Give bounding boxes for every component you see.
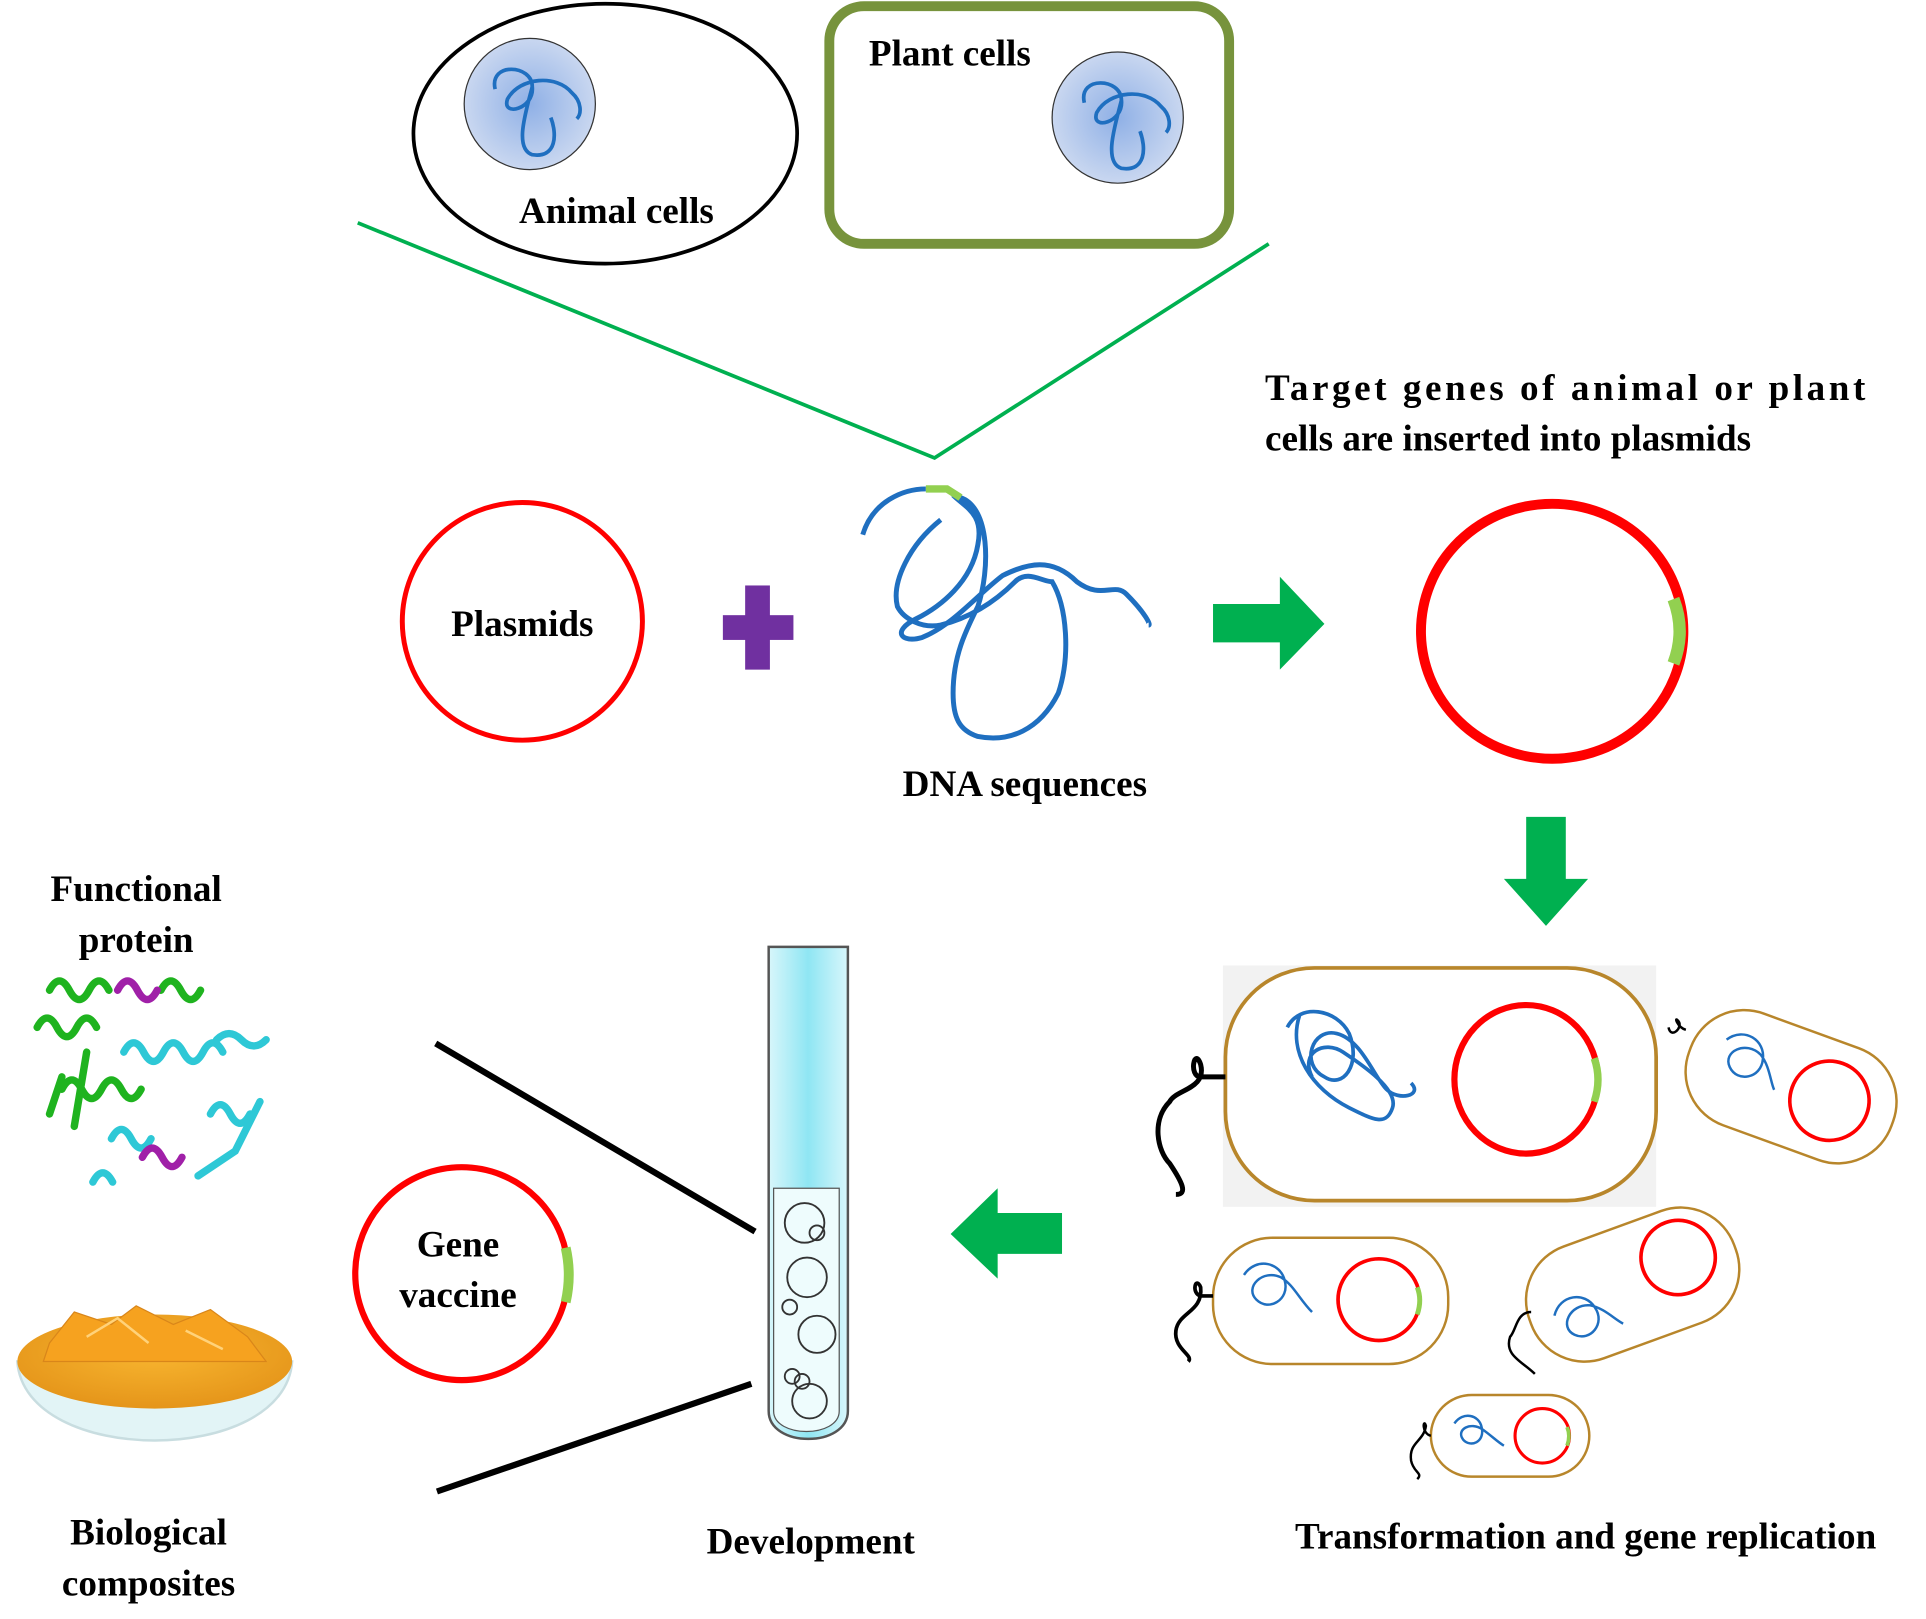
biological-composites: Biological composites (16, 1305, 294, 1604)
chromatin-icon (492, 67, 582, 157)
plasmid-empty: Plasmids (399, 500, 645, 743)
chromatin-icon (1081, 81, 1172, 171)
test-tube: Development (707, 945, 916, 1562)
plant-cells-label: Plant cells (869, 34, 1031, 75)
development-label: Development (707, 1521, 916, 1562)
dna-sequences-label: DNA sequences (903, 764, 1147, 805)
protein-label-line2: protein (79, 920, 194, 961)
flagellum-icon (1155, 1056, 1226, 1197)
protein-structure-icon (33, 977, 270, 1186)
jelly-bowl-icon (16, 1305, 294, 1442)
insertion-caption-line2: cells are inserted into plasmids (1265, 419, 1751, 460)
insertion-caption-line1: Target genes of animal or plant (1265, 368, 1866, 409)
dna-sequence: DNA sequences (860, 485, 1152, 805)
gene-insert-icon (925, 485, 963, 501)
arrow-right-icon (1213, 576, 1325, 670)
nucleus-icon (463, 37, 597, 171)
gene-insert-icon (560, 1246, 574, 1304)
animal-cell: Animal cells (411, 1, 799, 266)
chromosome-icon (1285, 1009, 1417, 1122)
connector-line-bottom (435, 1380, 753, 1495)
protein-label-line1: Functional (51, 869, 222, 910)
flagellum-icon (1409, 1422, 1432, 1481)
arrow-down-icon (1503, 816, 1589, 926)
gene-vaccine-label-line1: Gene (417, 1224, 499, 1265)
chromosome-icon (1453, 1414, 1505, 1447)
recombinant-plasmid (1416, 498, 1689, 764)
gene-insert-icon (1565, 1426, 1571, 1447)
bacterium-mid-right (1524, 1206, 1741, 1363)
plasmids-label: Plasmids (451, 604, 593, 645)
chromosome-icon (1725, 1033, 1776, 1091)
gene-insert-icon (1414, 1286, 1423, 1316)
flagellum-icon (1667, 1018, 1687, 1034)
arrow-left-icon (950, 1188, 1063, 1279)
dna-strand-icon (860, 486, 1152, 741)
composites-label-line1: Biological (70, 1513, 227, 1554)
plasmid-icon (1639, 1218, 1718, 1297)
chromosome-icon (1242, 1262, 1313, 1313)
bubbles-icon (781, 1202, 837, 1420)
chromosome-icon (1553, 1295, 1624, 1338)
funnel-lines (357, 221, 1270, 461)
plus-icon (722, 585, 794, 670)
gene-insert-icon (1667, 596, 1686, 666)
connector-line-top (434, 1040, 757, 1235)
animal-cells-label: Animal cells (519, 191, 714, 232)
gene-vaccine: Gene vaccine (352, 1164, 574, 1384)
bacteria-group: Transformation and gene replication (1155, 965, 1898, 1557)
plasmid-icon (1787, 1059, 1871, 1143)
bacterium-small (1409, 1393, 1591, 1481)
gene-insert-icon (1590, 1057, 1602, 1103)
bacterium-right (1684, 1008, 1898, 1165)
transformation-caption: Transformation and gene replication (1295, 1516, 1877, 1557)
functional-protein: Functional protein (33, 869, 270, 1186)
flagellum-icon (1174, 1281, 1214, 1363)
bacterium-mid-left (1174, 1236, 1450, 1366)
gene-vaccine-label-line2: vaccine (399, 1275, 517, 1316)
composites-label-line2: composites (62, 1563, 235, 1604)
plant-cell: Plant cells (824, 1, 1235, 249)
bacterium-large (1155, 966, 1659, 1203)
flagellum-icon (1507, 1310, 1536, 1375)
